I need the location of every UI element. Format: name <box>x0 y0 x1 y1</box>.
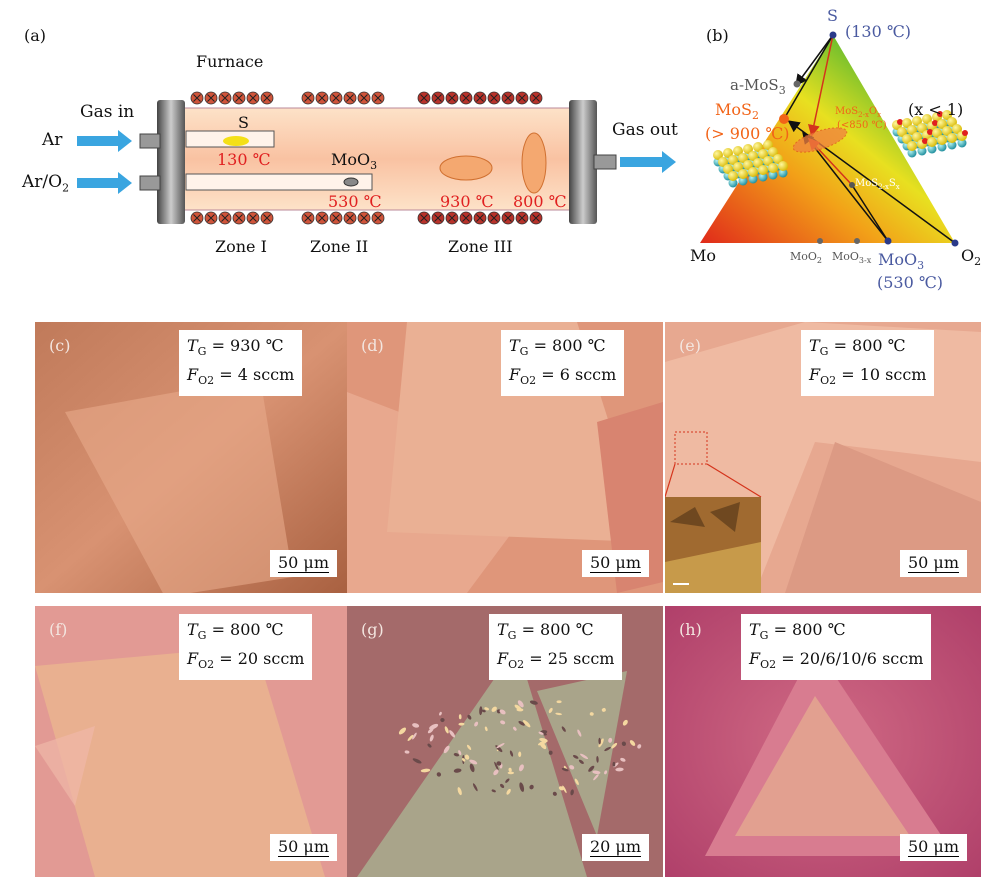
panel-c-label: (c) <box>49 336 71 355</box>
panel-e-scalebar: 50 μm <box>899 550 967 577</box>
temp-930: 930 ℃ <box>440 192 494 211</box>
gas-out-label: Gas out <box>612 120 678 140</box>
sulfur-label: S <box>238 113 249 132</box>
micrograph-d <box>347 322 663 593</box>
panel-h: (h) TG = 800 ℃ FO2 = 20/6/10/6 sccm 50 μ… <box>665 606 981 877</box>
panel-d: (d) TG = 800 ℃ FO2 = 6 sccm 50 μm <box>347 322 663 593</box>
panel-g-conditions: TG = 800 ℃ FO2 = 25 sccm <box>489 614 623 681</box>
mos2-temp: (> 900 ℃) <box>705 124 790 143</box>
ar-label: Ar <box>42 130 63 150</box>
furnace-tube <box>179 107 576 211</box>
mos2ox-temp: (<850 ℃) <box>837 120 887 131</box>
zone-1-label: Zone I <box>215 237 267 256</box>
panel-d-scalebar: 50 μm <box>581 550 649 577</box>
panel-c-scalebar: 50 μm <box>269 550 337 577</box>
panel-b-label: (b) <box>706 26 729 45</box>
temp-800: 800 ℃ <box>513 192 567 211</box>
mos2ox-crystal-right <box>892 110 968 158</box>
schematic-svg <box>77 31 968 247</box>
panel-g-label: (g) <box>361 620 384 639</box>
panel-f-label: (f) <box>49 620 68 639</box>
gas-arrows <box>77 130 676 194</box>
mo-vertex-label: Mo <box>690 246 717 265</box>
panel-d-conditions: TG = 800 ℃ FO2 = 6 sccm <box>501 330 625 397</box>
panel-c-conditions: TG = 930 ℃ FO2 = 4 sccm <box>179 330 303 397</box>
s-vertex-label: S <box>827 6 838 25</box>
panel-e-conditions: TG = 800 ℃ FO2 = 10 sccm <box>801 330 935 397</box>
panel-h-scalebar: 50 μm <box>899 834 967 861</box>
panel-h-label: (h) <box>679 620 702 639</box>
mos2ox-label: MoS2-xOx <box>835 106 882 119</box>
panel-d-label: (d) <box>361 336 384 355</box>
mos2-label: MoS2 <box>715 100 759 123</box>
panel-g-scalebar: 20 μm <box>581 834 649 861</box>
s-vertex-temp: (130 ℃) <box>845 22 912 41</box>
zone-2-label: Zone II <box>310 237 369 256</box>
moo3-vertex-temp: (530 ℃) <box>877 273 944 292</box>
panel-e-label: (e) <box>679 336 701 355</box>
mos2-crystal-left <box>713 140 788 188</box>
schematic-row: (a) Furnace Gas in Gas out Ar Ar/O2 S 13… <box>0 0 985 300</box>
heating-coils <box>190 91 543 225</box>
right-cap <box>569 100 597 224</box>
furnace-label: Furnace <box>196 52 264 71</box>
moo3x-label: MoO3-x <box>832 250 872 266</box>
a-mos3-label: a-MoS3 <box>730 76 786 97</box>
x-condition: (x < 1) <box>908 100 964 119</box>
zone-3-label: Zone III <box>448 237 513 256</box>
moo2-label: MoO2 <box>790 250 822 266</box>
moo3-label: MoO3 <box>331 150 378 173</box>
panel-e: (e) TG = 800 ℃ FO2 = 10 sccm 50 μm <box>665 322 981 593</box>
gas-in-label: Gas in <box>80 102 135 122</box>
particle-cluster <box>398 700 642 796</box>
o2-vertex-label: O2 <box>961 246 982 269</box>
left-cap <box>157 100 185 224</box>
panel-a-label: (a) <box>24 26 47 45</box>
moo3-temp: 530 ℃ <box>328 192 382 211</box>
mos2xsx-label: MoS2-xSx <box>855 178 900 191</box>
panel-h-conditions: TG = 800 ℃ FO2 = 20/6/10/6 sccm <box>741 614 932 681</box>
panel-c: (c) TG = 930 ℃ FO2 = 4 sccm 50 μm <box>35 322 351 593</box>
panel-f-scalebar: 50 μm <box>269 834 337 861</box>
ar-o2-label: Ar/O2 <box>22 172 70 195</box>
panel-f-conditions: TG = 800 ℃ FO2 = 20 sccm <box>179 614 313 681</box>
sulfur-temp: 130 ℃ <box>217 150 271 169</box>
panel-f: (f) TG = 800 ℃ FO2 = 20 sccm 50 μm <box>35 606 351 877</box>
moo3-vertex-label: MoO3 <box>878 250 925 273</box>
panel-g: (g) TG = 800 ℃ FO2 = 25 sccm 20 μm <box>347 606 663 877</box>
